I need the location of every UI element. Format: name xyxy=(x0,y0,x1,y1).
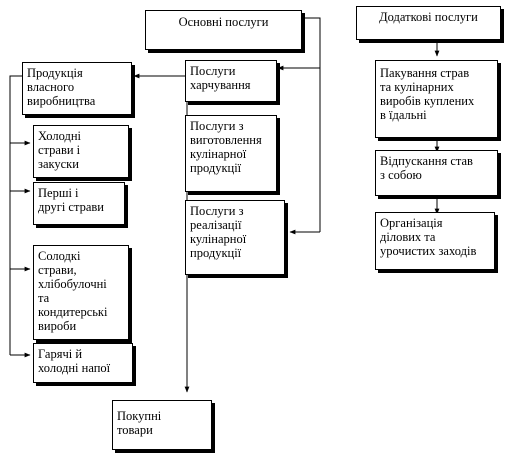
cold-dishes-label: Холодні страви і закуски xyxy=(38,129,81,171)
takeaway-label: Відпускання став з собою xyxy=(380,154,473,182)
sweet-dishes-label: Солодкі страви, хлібобулочні та кондитер… xyxy=(38,249,108,333)
own-production-label: Продукція власного виробництва xyxy=(27,66,96,108)
additional-services-label: Додаткові послуги xyxy=(379,10,478,24)
takeaway-box: Відпускання став з собою xyxy=(375,150,498,196)
cooking-services-box: Послуги з виготовлення кулінарної продук… xyxy=(185,115,277,192)
first-second-dishes-label: Перші і другі страви xyxy=(38,186,104,214)
cooking-services-label: Послуги з виготовлення кулінарної продук… xyxy=(190,119,262,175)
selling-services-label: Послуги з реалізації кулінарної продукці… xyxy=(190,204,247,260)
purchased-goods-box: Покупні товари xyxy=(112,400,212,450)
own-production-branch-line xyxy=(9,75,22,355)
selling-services-box: Послуги з реалізації кулінарної продукці… xyxy=(185,200,285,275)
cold-dishes-box: Холодні страви і закуски xyxy=(33,125,129,178)
drinks-label: Гарячі й холодні напої xyxy=(38,347,111,375)
own-production-box: Продукція власного виробництва xyxy=(22,62,132,115)
sweet-dishes-box: Солодкі страви, хлібобулочні та кондитер… xyxy=(33,245,129,340)
organization-label: Організація ділових та урочистих заходів xyxy=(380,216,477,258)
purchased-goods-label: Покупні товари xyxy=(117,409,162,437)
first-second-dishes-box: Перші і другі страви xyxy=(33,182,125,225)
drinks-box: Гарячі й холодні напої xyxy=(33,343,133,383)
packing-label: Пакування страв та кулінарних виробів ку… xyxy=(380,66,475,122)
main-services-label: Основні послуги xyxy=(178,15,269,29)
main-services-box: Основні послуги xyxy=(145,10,302,50)
food-services-box: Послуги харчування xyxy=(185,60,277,102)
packing-box: Пакування страв та кулінарних виробів ку… xyxy=(375,60,498,138)
organization-box: Організація ділових та урочистих заходів xyxy=(375,212,495,270)
food-services-label: Послуги харчування xyxy=(190,64,251,92)
main-trunk-line xyxy=(300,17,321,232)
additional-services-box: Додаткові послуги xyxy=(356,6,501,40)
